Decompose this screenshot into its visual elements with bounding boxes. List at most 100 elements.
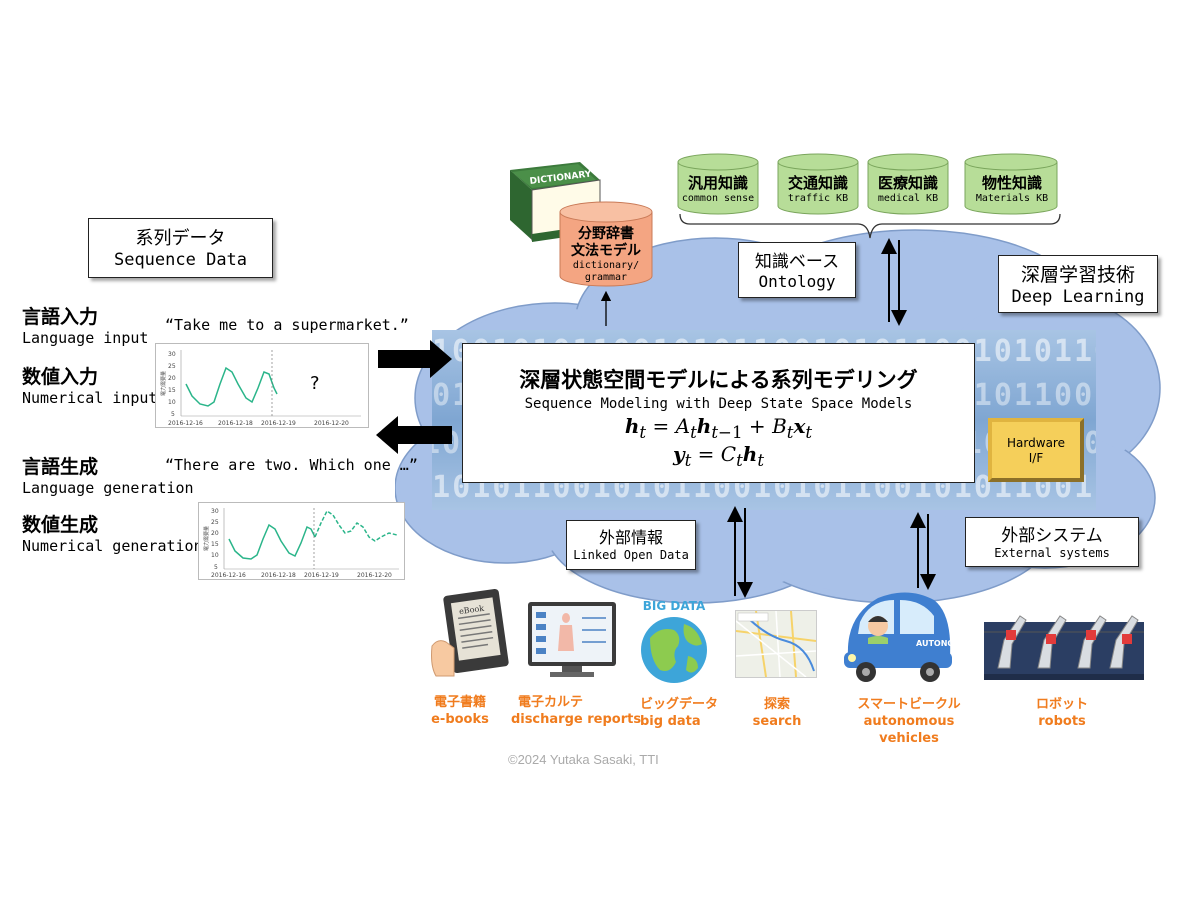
big-data-globe-icon: BIG DATA (641, 599, 707, 683)
language-generation-ja: 言語生成 (22, 456, 99, 478)
ytick: 20 (168, 375, 176, 382)
numerical-input-ja: 数値入力 (22, 366, 99, 388)
language-input-example: “Take me to a supermarket.” (165, 316, 409, 334)
kb-label-en: traffic KB (787, 193, 849, 204)
kb-item-medical: 医療知識 medical KB (865, 172, 951, 204)
dictionary-ja2: 文法モデル (571, 243, 641, 259)
kb-label-en: medical KB (877, 193, 939, 204)
xtick: 2016-12-18 (261, 572, 296, 579)
ytick: 30 (211, 508, 219, 515)
ebook-label: eBook (459, 604, 485, 616)
kb-label-ja: 医療知識 (877, 174, 938, 192)
ytick: 10 (168, 399, 176, 406)
car-label: AUTONO MOUS (916, 639, 956, 648)
ebook-reader-icon: eBook (431, 589, 509, 677)
y-axis-label: 電力需要量 (203, 526, 210, 551)
deep-learning-en: Deep Learning (1011, 287, 1145, 307)
bigdata-label: BIG DATA (643, 599, 706, 613)
caption-en: robots (1038, 714, 1086, 729)
numerical-input-label: 数値入力 Numerical input (22, 362, 157, 407)
xtick: 2016-12-16 (168, 420, 203, 427)
ytick: 25 (168, 363, 176, 370)
xtick: 2016-12-18 (218, 420, 253, 427)
main-title-ja: 深層状態空間モデルによる系列モデリング (519, 368, 918, 392)
ontology-en: Ontology (758, 272, 836, 291)
kb-item-common: 汎用知識 common sense (675, 172, 761, 204)
caption-ja: ロボット (1035, 697, 1088, 712)
kb-item-traffic: 交通知識 traffic KB (775, 172, 861, 204)
ytick: 15 (211, 541, 219, 548)
linked-open-data-box: 外部情報 Linked Open Data (566, 520, 696, 570)
ytick: 10 (211, 552, 219, 559)
industrial-robots-icon (984, 615, 1144, 680)
dictionary-cylinder (559, 201, 653, 287)
external-systems-box: 外部システム External systems (965, 517, 1139, 567)
sequence-data-ja: 系列データ (135, 228, 226, 249)
ytick: 25 (211, 519, 219, 526)
hardware-if-box: Hardware I/F (988, 418, 1084, 482)
kb-item-materials: 物性知識 Materials KB (965, 172, 1059, 204)
autonomous-car-icon: AUTONO MOUS (844, 592, 956, 682)
medical-record-monitor-icon (528, 602, 616, 677)
sequence-data-box: 系列データ Sequence Data (88, 218, 273, 278)
caption-ja: 電子カルテ (518, 695, 584, 710)
numerical-generation-label: 数値生成 Numerical generation (22, 510, 203, 555)
unknown-future-mark: ? (310, 373, 320, 394)
kb-brace (679, 213, 1061, 239)
ontology-box: 知識ベース Ontology (738, 242, 856, 298)
dictionary-en1: dictionary/ (572, 260, 640, 271)
kb-label-ja: 物性知識 (981, 174, 1042, 192)
ytick: 5 (214, 564, 218, 571)
lod-ja: 外部情報 (598, 528, 663, 547)
caption-big-data: ビッグデータ big data (640, 696, 730, 730)
caption-en: e-books (431, 712, 489, 727)
kb-label-en: Materials KB (975, 193, 1049, 204)
language-generation-label: 言語生成 Language generation (22, 452, 194, 497)
copyright-text: ©2024 Yutaka Sasaki, TTI (508, 752, 659, 767)
xtick: 2016-12-20 (314, 420, 349, 427)
numerical-input-chart: 30 25 20 15 10 5 2016-12-16 2016-12-18 2… (155, 343, 369, 428)
sequence-data-en: Sequence Data (113, 250, 248, 270)
deep-learning-ja: 深層学習技術 (1020, 264, 1135, 286)
language-input-ja: 言語入力 (22, 306, 99, 328)
caption-ja: スマートビークル (857, 697, 961, 712)
caption-en: big data (640, 714, 701, 729)
ontology-ja: 知識ベース (754, 252, 840, 272)
main-model-box: 深層状態空間モデルによる系列モデリング Sequence Modeling wi… (462, 343, 975, 483)
language-input-en: Language input (22, 329, 149, 347)
kb-label-ja: 交通知識 (787, 174, 848, 192)
caption-robots: ロボット robots (1020, 696, 1104, 730)
dictionary-en2: grammar (584, 272, 628, 283)
map-svg (735, 610, 817, 678)
ext-ja: 外部システム (1001, 526, 1103, 546)
numerical-generation-ja: 数値生成 (22, 514, 99, 536)
generation-chart-svg: 30 25 20 15 10 5 2016-12-16 2016-12-18 2… (203, 508, 399, 579)
kb-label-en: common sense (681, 193, 755, 204)
language-generation-en: Language generation (22, 479, 194, 497)
input-chart-svg: 30 25 20 15 10 5 2016-12-16 2016-12-18 2… (160, 350, 361, 427)
numerical-input-en: Numerical input (22, 389, 158, 407)
caption-search: 探索 search (735, 696, 819, 730)
xtick: 2016-12-20 (357, 572, 392, 579)
caption-discharge-reports: 電子カルテ discharge reports (510, 694, 642, 728)
hardware-line2: I/F (1028, 451, 1044, 465)
y-axis-label: 電力需要量 (160, 371, 167, 396)
equation-2: yt = Ctht (672, 442, 765, 470)
deep-learning-label: 深層学習技術 Deep Learning (998, 255, 1158, 313)
caption-ebooks: 電子書籍 e-books (415, 694, 505, 728)
dictionary-label: 分野辞書 文法モデル dictionary/ grammar (558, 226, 654, 284)
search-map-icon (735, 610, 817, 678)
caption-en: search (752, 714, 802, 729)
numerical-generation-en: Numerical generation (22, 537, 203, 555)
caption-en: discharge reports (510, 712, 642, 727)
kb-cylinders (677, 153, 1058, 215)
main-title-en: Sequence Modeling with Deep State Space … (524, 396, 913, 412)
ytick: 20 (211, 530, 219, 537)
ytick: 5 (171, 411, 175, 418)
caption-ja: 電子書籍 (433, 695, 486, 710)
caption-ja: ビッグデータ (640, 697, 719, 712)
ext-en: External systems (994, 546, 1110, 560)
kb-label-ja: 汎用知識 (687, 174, 748, 192)
xtick: 2016-12-16 (211, 572, 246, 579)
